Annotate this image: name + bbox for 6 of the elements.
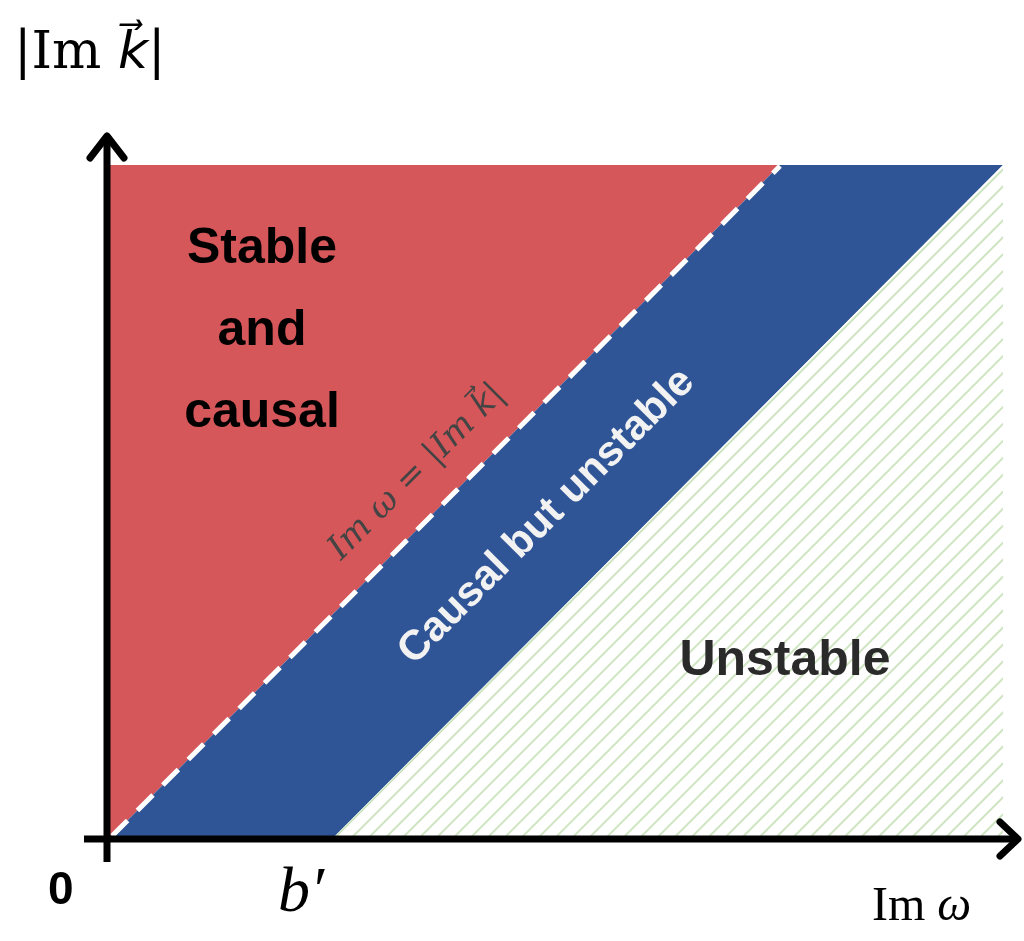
region-label: Stable and causal xyxy=(147,205,377,451)
axis-label: |Im k⃗| xyxy=(14,18,167,82)
tick-label: b′ xyxy=(278,853,326,927)
origin-label: 0 xyxy=(48,861,75,916)
region-label: Unstable xyxy=(630,628,940,688)
axis-label: Im ω xyxy=(872,876,973,932)
